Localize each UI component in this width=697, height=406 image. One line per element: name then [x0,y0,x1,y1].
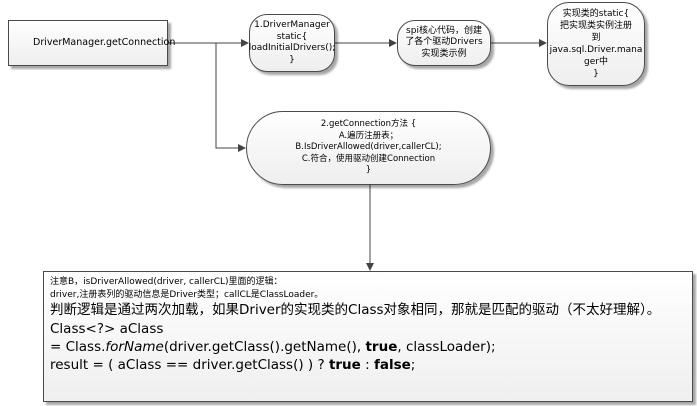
node-line: 2.getConnection方法 { [320,119,417,130]
code-text: result = ( aClass == driver.getClass() )… [50,357,329,373]
node-line: 1.DriverManager [254,20,330,30]
code-text: (driver.getClass().getName(), [163,339,366,355]
code-line-1: Class<?> aClass [50,321,164,337]
code-line-2: = Class.forName(driver.getClass().getNam… [50,338,686,356]
node-spi-core: spi核心代码，创建 了各个驱动Drivers 实现类示例 [397,20,491,66]
node-load-initial-drivers: 1.DriverManager static{ loadInitialDrive… [249,14,335,72]
code-text: ; [410,357,416,373]
code-keyword: true [365,339,398,355]
code-keyword: false [373,357,411,373]
note-summary: 判断逻辑是通过两次加载，如果Driver的实现类的Class对象相同，那就是匹配… [50,302,661,318]
note-isdriverallowed-logic: 注意B，isDriverAllowed(driver, callerCL)里面的… [43,271,693,402]
node-driver-manager-getconnection: DriverManager.getConnection [8,20,175,66]
node-line: java.sql.Driver.mana [549,45,643,55]
node-line: } [289,54,295,65]
node-line: spi核心代码，创建 [406,25,482,36]
note-line-1: 注意B，isDriverAllowed(driver, callerCL)里面的… [50,277,283,287]
node-line: } [365,165,372,176]
code-text: , classLoader); [397,339,496,355]
code-keyword: true [328,357,361,373]
node-getconnection-method: 2.getConnection方法 { A.遍历注册表； B.IsDriverA… [246,111,491,185]
code-text: = Class. [50,339,106,355]
node-line: C.符合，使用驱动创建Connection [301,153,436,164]
node-register-driver: 实现类的static{ 把实现类实例注册 到 java.sql.Driver.m… [547,2,645,86]
code-method: forName [105,339,164,355]
code-line-3: result = ( aClass == driver.getClass() )… [50,356,686,374]
code-text: : [360,357,374,373]
node-line: ger中 [584,57,608,67]
node-label: DriverManager.getConnection [33,37,176,49]
node-line: 实现类的static{ [562,9,630,19]
node-line: loadInitialDrivers(); [248,43,336,53]
node-line: B.IsDriverAllowed(driver,callerCL); [295,142,442,153]
node-line: static{ [276,31,308,42]
node-line: A.遍历注册表； [338,130,399,141]
note-line-2: driver,注册表列的驱动信息是Driver类型；callCL是ClassLo… [50,289,324,300]
node-line: 实现类示例 [421,48,467,59]
edge-start-to-getconnection [215,43,246,152]
node-line: } [593,69,599,79]
node-line: 到 [591,33,601,43]
node-line: 把实现类实例注册 [559,21,632,31]
node-line: 了各个驱动Drivers [405,37,483,48]
